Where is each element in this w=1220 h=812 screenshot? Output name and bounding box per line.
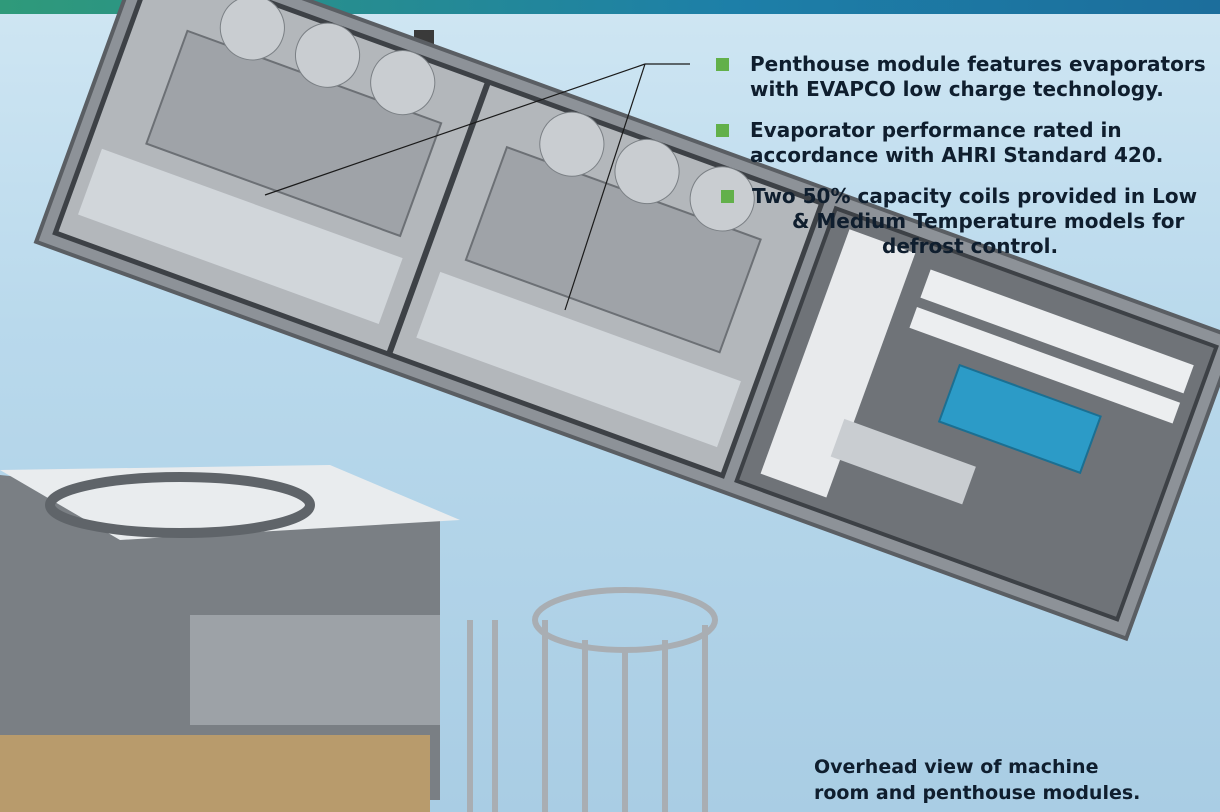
bullet-square-icon bbox=[716, 58, 729, 71]
image-caption: Overhead view of machine room and pentho… bbox=[814, 754, 1194, 806]
bullet-1-line-2: with EVAPCO low charge technology. bbox=[750, 77, 1164, 101]
bullet-item-1: Penthouse module features evaporators wi… bbox=[716, 52, 1220, 102]
safety-cage-ladder bbox=[467, 587, 718, 812]
bullet-square-icon bbox=[716, 124, 729, 137]
bullet-3-line-3: defrost control. bbox=[882, 234, 1059, 258]
bullet-item-2: Evaporator performance rated in accordan… bbox=[716, 118, 1170, 168]
bullet-square-icon bbox=[721, 190, 734, 203]
caption-line-2: room and penthouse modules. bbox=[814, 782, 1141, 804]
bullet-3-line-2: & Medium Temperature models for bbox=[792, 209, 1185, 233]
leader-lines bbox=[264, 63, 690, 311]
compressor bbox=[937, 363, 1102, 475]
bullet-item-3: Two 50% capacity coils provided in Low &… bbox=[721, 184, 1220, 259]
bullet-2-line-2: accordance with AHRI Standard 420. bbox=[750, 143, 1164, 167]
bullet-2-line-1: Evaporator performance rated in bbox=[750, 118, 1122, 142]
caption-line-1: Overhead view of machine bbox=[814, 756, 1099, 778]
bullet-1-line-1: Penthouse module features evaporators bbox=[750, 52, 1206, 76]
bullet-3-line-1: Two 50% capacity coils provided in Low bbox=[752, 184, 1198, 208]
